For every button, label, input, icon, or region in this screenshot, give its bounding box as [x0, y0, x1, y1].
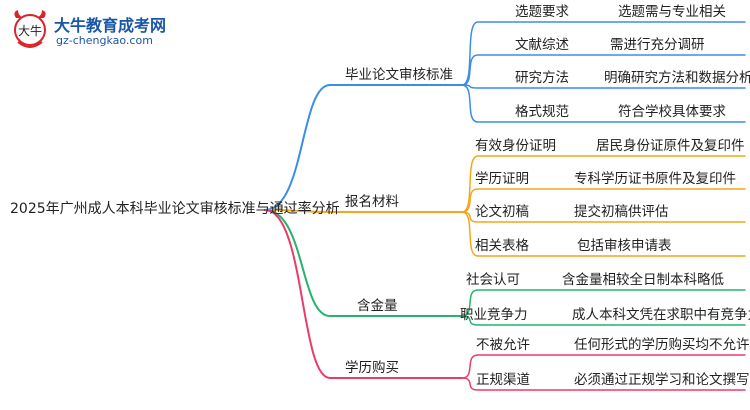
leaf-key: 职业竞争力	[460, 307, 528, 323]
leaf-key: 有效身份证明	[475, 138, 556, 154]
leaf-key: 格式规范	[515, 104, 569, 120]
leaf-value: 任何形式的学历购买均不允许	[574, 337, 750, 353]
leaf-value: 包括审核申请表	[577, 238, 672, 254]
branch-label: 学历购买	[345, 360, 399, 376]
mindmap-root-topic: 2025年广州成人本科毕业论文审核标准与通过率分析	[10, 201, 340, 217]
leaf-key: 不被允许	[476, 337, 530, 353]
branch-connector	[264, 209, 463, 213]
leaf-value: 成人本科文凭在求职中有竞争力	[572, 307, 750, 323]
leaf-value: 符合学校具体要求	[618, 104, 726, 120]
leaf-key: 研究方法	[515, 70, 569, 86]
leaf-value: 明确研究方法和数据分析	[604, 70, 750, 86]
leaf-connector	[461, 377, 746, 391]
leaf-connector	[461, 54, 746, 86]
leaf-connector	[461, 289, 746, 317]
branch-connector	[264, 209, 463, 379]
leaf-connector	[461, 84, 746, 123]
leaf-connector	[461, 84, 746, 89]
logo-site-name: 大牛教育成考网	[54, 16, 167, 35]
branch-label: 报名材料	[345, 194, 399, 210]
leaf-value: 含金量相较全日制本科略低	[562, 272, 724, 288]
leaf-value: 提交初稿供评估	[574, 204, 669, 220]
leaf-key: 正规渠道	[476, 372, 530, 388]
logo-mark-text: 大牛	[18, 23, 42, 38]
leaf-connector	[461, 188, 746, 213]
leaf-connector	[461, 315, 746, 326]
bull-logo-icon: 大牛	[14, 10, 46, 48]
leaf-key: 论文初稿	[475, 204, 529, 220]
leaf-value: 专科学历证书原件及复印件	[574, 171, 736, 187]
site-logo[interactable]: 大牛 大牛教育成考网 gz-chengkao.com	[10, 8, 200, 54]
leaf-key: 文献综述	[515, 37, 569, 53]
branch-connector	[264, 84, 463, 211]
leaf-connector	[461, 21, 746, 86]
branch-connector	[264, 209, 463, 317]
leaf-connector	[461, 354, 746, 379]
leaf-key: 相关表格	[475, 238, 529, 254]
leaf-key: 社会认可	[466, 272, 520, 288]
leaf-value: 居民身份证原件及复印件	[596, 138, 745, 154]
leaf-value: 需进行充分调研	[610, 37, 705, 53]
branch-label: 毕业论文审核标准	[345, 67, 453, 83]
logo-url: gz-chengkao.com	[56, 34, 153, 47]
leaf-value: 选题需与专业相关	[618, 4, 726, 20]
leaf-key: 选题要求	[515, 4, 569, 20]
branch-label: 含金量	[357, 298, 398, 314]
leaf-value: 必须通过正规学习和论文撰写获得	[574, 372, 750, 388]
leaf-key: 学历证明	[475, 171, 529, 187]
leaf-connector	[461, 155, 746, 213]
leaf-connector	[461, 211, 746, 257]
